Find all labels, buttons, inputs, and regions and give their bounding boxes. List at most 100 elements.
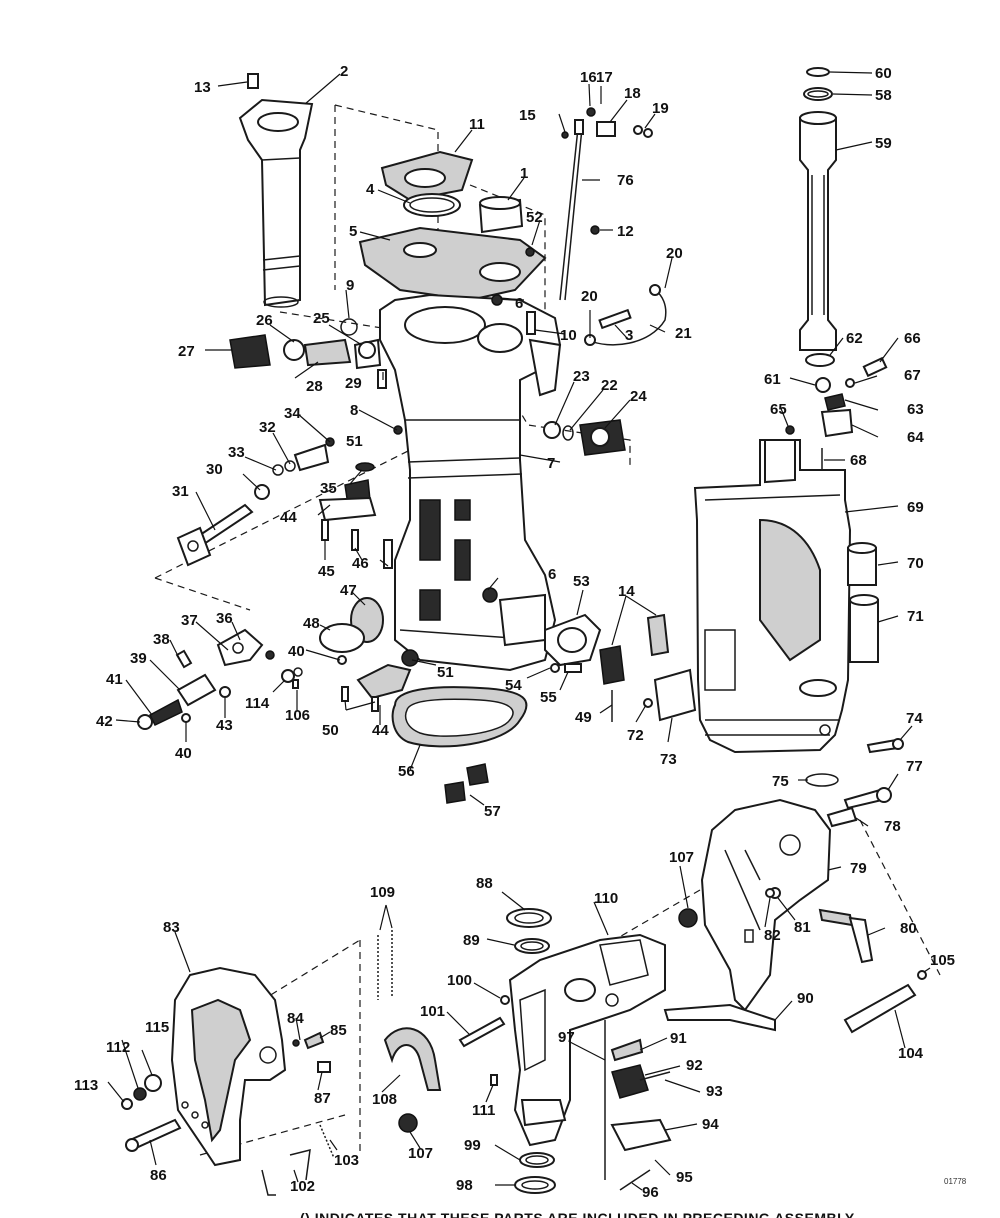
callout-38: 38 — [153, 631, 170, 648]
stern-bracket-left — [170, 966, 287, 1167]
callout-45: 45 — [318, 563, 335, 580]
callout-9: 9 — [346, 277, 354, 294]
callout-102: 102 — [290, 1178, 315, 1195]
callout-6: 6 — [515, 295, 523, 312]
callout-13: 13 — [194, 79, 211, 96]
callout-78: 78 — [884, 818, 901, 835]
callout-44-top: 44 — [280, 509, 297, 526]
callout-67: 67 — [904, 367, 921, 384]
callout-71: 71 — [907, 608, 924, 625]
callout-103: 103 — [334, 1152, 359, 1169]
callout-29: 29 — [345, 375, 362, 392]
callout-59: 59 — [875, 135, 892, 152]
callout-56: 56 — [398, 763, 415, 780]
callout-2: 2 — [340, 63, 348, 80]
callout-108: 108 — [372, 1091, 397, 1108]
callout-46: 46 — [352, 555, 369, 572]
clamp-bracket — [508, 933, 666, 1147]
callout-105: 105 — [930, 952, 955, 969]
thrust-washers — [506, 908, 552, 954]
callout-95: 95 — [676, 1169, 693, 1186]
drawing-number: 01778 — [944, 1177, 967, 1186]
callout-leaders — [107, 71, 931, 1191]
callout-18: 18 — [624, 85, 641, 102]
callout-32: 32 — [259, 419, 276, 436]
callout-39: 39 — [130, 650, 147, 667]
callout-80: 80 — [900, 920, 917, 937]
callout-23: 23 — [573, 368, 590, 385]
callout-8: 8 — [350, 402, 358, 419]
callout-4: 4 — [366, 181, 375, 198]
callout-10: 10 — [560, 327, 577, 344]
lower-washers — [514, 1152, 556, 1194]
callout-42: 42 — [96, 713, 113, 730]
callout-100: 100 — [447, 972, 472, 989]
callout-20-top: 20 — [666, 245, 683, 262]
callout-75: 75 — [772, 773, 789, 790]
callout-14: 14 — [618, 583, 635, 600]
callout-31: 31 — [172, 483, 189, 500]
callout-94: 94 — [702, 1116, 719, 1133]
stern-bracket-right — [700, 798, 832, 1012]
callout-97: 97 — [558, 1029, 575, 1046]
exhaust-housing-tube — [238, 98, 314, 308]
callout-30: 30 — [206, 461, 223, 478]
callout-53: 53 — [573, 573, 590, 590]
callout-96: 96 — [642, 1184, 659, 1201]
callout-19: 19 — [652, 100, 669, 117]
throttle-linkage — [137, 628, 303, 730]
callout-51-top: 51 — [346, 433, 363, 450]
callout-98: 98 — [456, 1177, 473, 1194]
callout-44-lower: 44 — [372, 722, 389, 739]
callout-99: 99 — [464, 1137, 481, 1154]
swivel-tube — [799, 67, 837, 351]
callout-65: 65 — [770, 401, 787, 418]
callout-36: 36 — [216, 610, 233, 627]
callout-20-mid: 20 — [581, 288, 598, 305]
callout-74: 74 — [906, 710, 923, 727]
callout-28: 28 — [306, 378, 323, 395]
right-lower-parts — [544, 613, 697, 722]
callout-69: 69 — [907, 499, 924, 516]
callout-1: 1 — [520, 165, 528, 182]
callout-115: 115 — [145, 1019, 169, 1036]
mount-assembly — [543, 419, 626, 456]
callout-81: 81 — [794, 919, 811, 936]
callout-24: 24 — [630, 388, 647, 405]
callout-104: 104 — [898, 1045, 924, 1062]
tilt-hardware — [805, 738, 904, 828]
callout-68: 68 — [850, 452, 867, 469]
callout-52: 52 — [526, 209, 543, 226]
callout-33: 33 — [228, 444, 245, 461]
callout-49: 49 — [575, 709, 592, 726]
valve-assembly — [229, 334, 387, 389]
exhaust-housing — [379, 293, 562, 672]
callout-79: 79 — [850, 860, 867, 877]
lower-plates — [319, 597, 528, 804]
callout-70: 70 — [907, 555, 924, 572]
callout-76: 76 — [617, 172, 634, 189]
callout-107-lower: 107 — [408, 1145, 433, 1162]
callout-3: 3 — [625, 327, 633, 344]
callout-107-right: 107 — [669, 849, 694, 866]
callout-16: 16 — [580, 69, 597, 86]
callout-60: 60 — [875, 65, 892, 82]
callout-110: 110 — [594, 890, 618, 907]
left-linkage — [176, 425, 403, 569]
clamp-hardware — [458, 995, 776, 1191]
shift-rod — [559, 119, 584, 301]
callout-72: 72 — [627, 727, 644, 744]
callout-111: 111 — [472, 1102, 495, 1119]
callout-41: 41 — [106, 671, 123, 688]
callout-62: 62 — [846, 330, 863, 347]
callout-40-top: 40 — [288, 643, 305, 660]
callout-73: 73 — [660, 751, 677, 768]
callout-82: 82 — [764, 927, 781, 944]
callout-15: 15 — [519, 107, 536, 124]
callout-labels: 13 2 11 4 5 1 52 12 9 6 10 76 15 16 17 1… — [74, 63, 955, 1201]
callout-88: 88 — [476, 875, 493, 892]
callout-84: 84 — [287, 1010, 304, 1027]
callout-48: 48 — [303, 615, 320, 632]
callout-112: 112 — [106, 1039, 130, 1056]
